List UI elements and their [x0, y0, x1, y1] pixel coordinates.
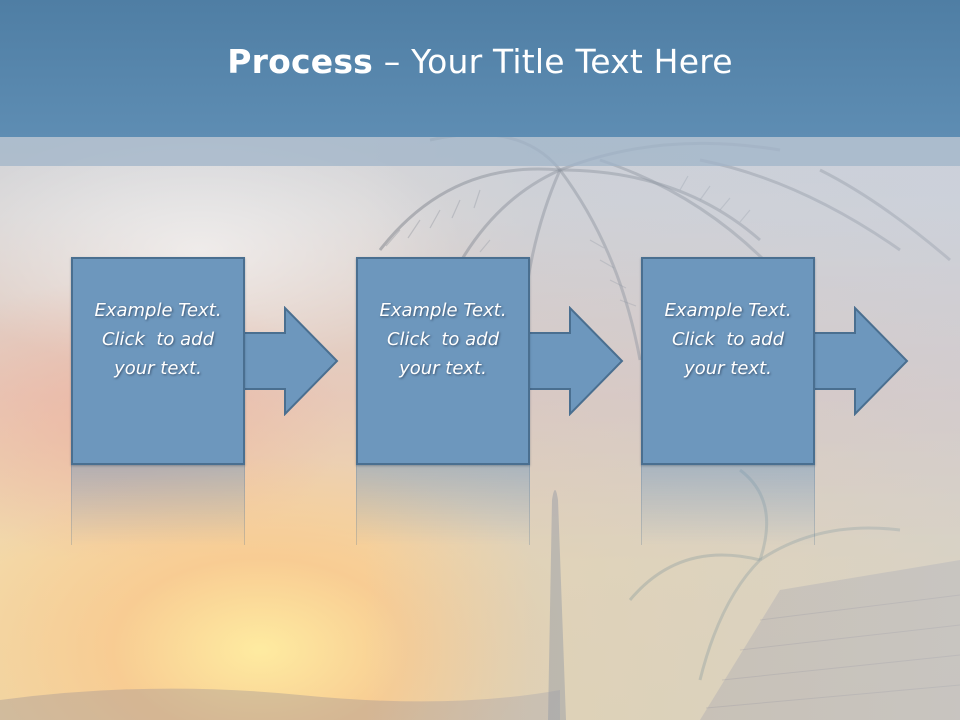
process-step-2[interactable]: Example Text. Click to add your text. [356, 257, 530, 465]
arrow-right-icon[interactable] [528, 306, 624, 416]
title-rest-text: – Your Title Text Here [373, 42, 733, 81]
step-1-reflection [71, 465, 245, 545]
process-step-3[interactable]: Example Text. Click to add your text. [641, 257, 815, 465]
process-step-1[interactable]: Example Text. Click to add your text. [71, 257, 245, 465]
step-text-line: your text. [114, 357, 202, 379]
slide-title[interactable]: Process – Your Title Text Here [227, 42, 733, 81]
step-text-line: your text. [399, 357, 487, 379]
step-text-line: Example Text. [94, 299, 222, 321]
step-3-reflection [641, 465, 815, 545]
step-text[interactable]: Example Text. Click to add your text. [658, 296, 797, 383]
step-2-reflection [356, 465, 530, 545]
arrow-right-icon[interactable] [813, 306, 909, 416]
step-text[interactable]: Example Text. Click to add your text. [88, 296, 227, 383]
title-divider-strip [0, 137, 960, 166]
title-bold-text: Process [227, 42, 374, 81]
step-text-line: Example Text. [664, 299, 792, 321]
arrow-right-icon[interactable] [243, 306, 339, 416]
step-text-line: your text. [684, 357, 772, 379]
step-text-line: Click to add [101, 328, 214, 350]
step-text-line: Click to add [386, 328, 499, 350]
step-text-line: Example Text. [379, 299, 507, 321]
title-bar: Process – Your Title Text Here [0, 0, 960, 137]
step-text[interactable]: Example Text. Click to add your text. [373, 296, 512, 383]
step-text-line: Click to add [671, 328, 784, 350]
